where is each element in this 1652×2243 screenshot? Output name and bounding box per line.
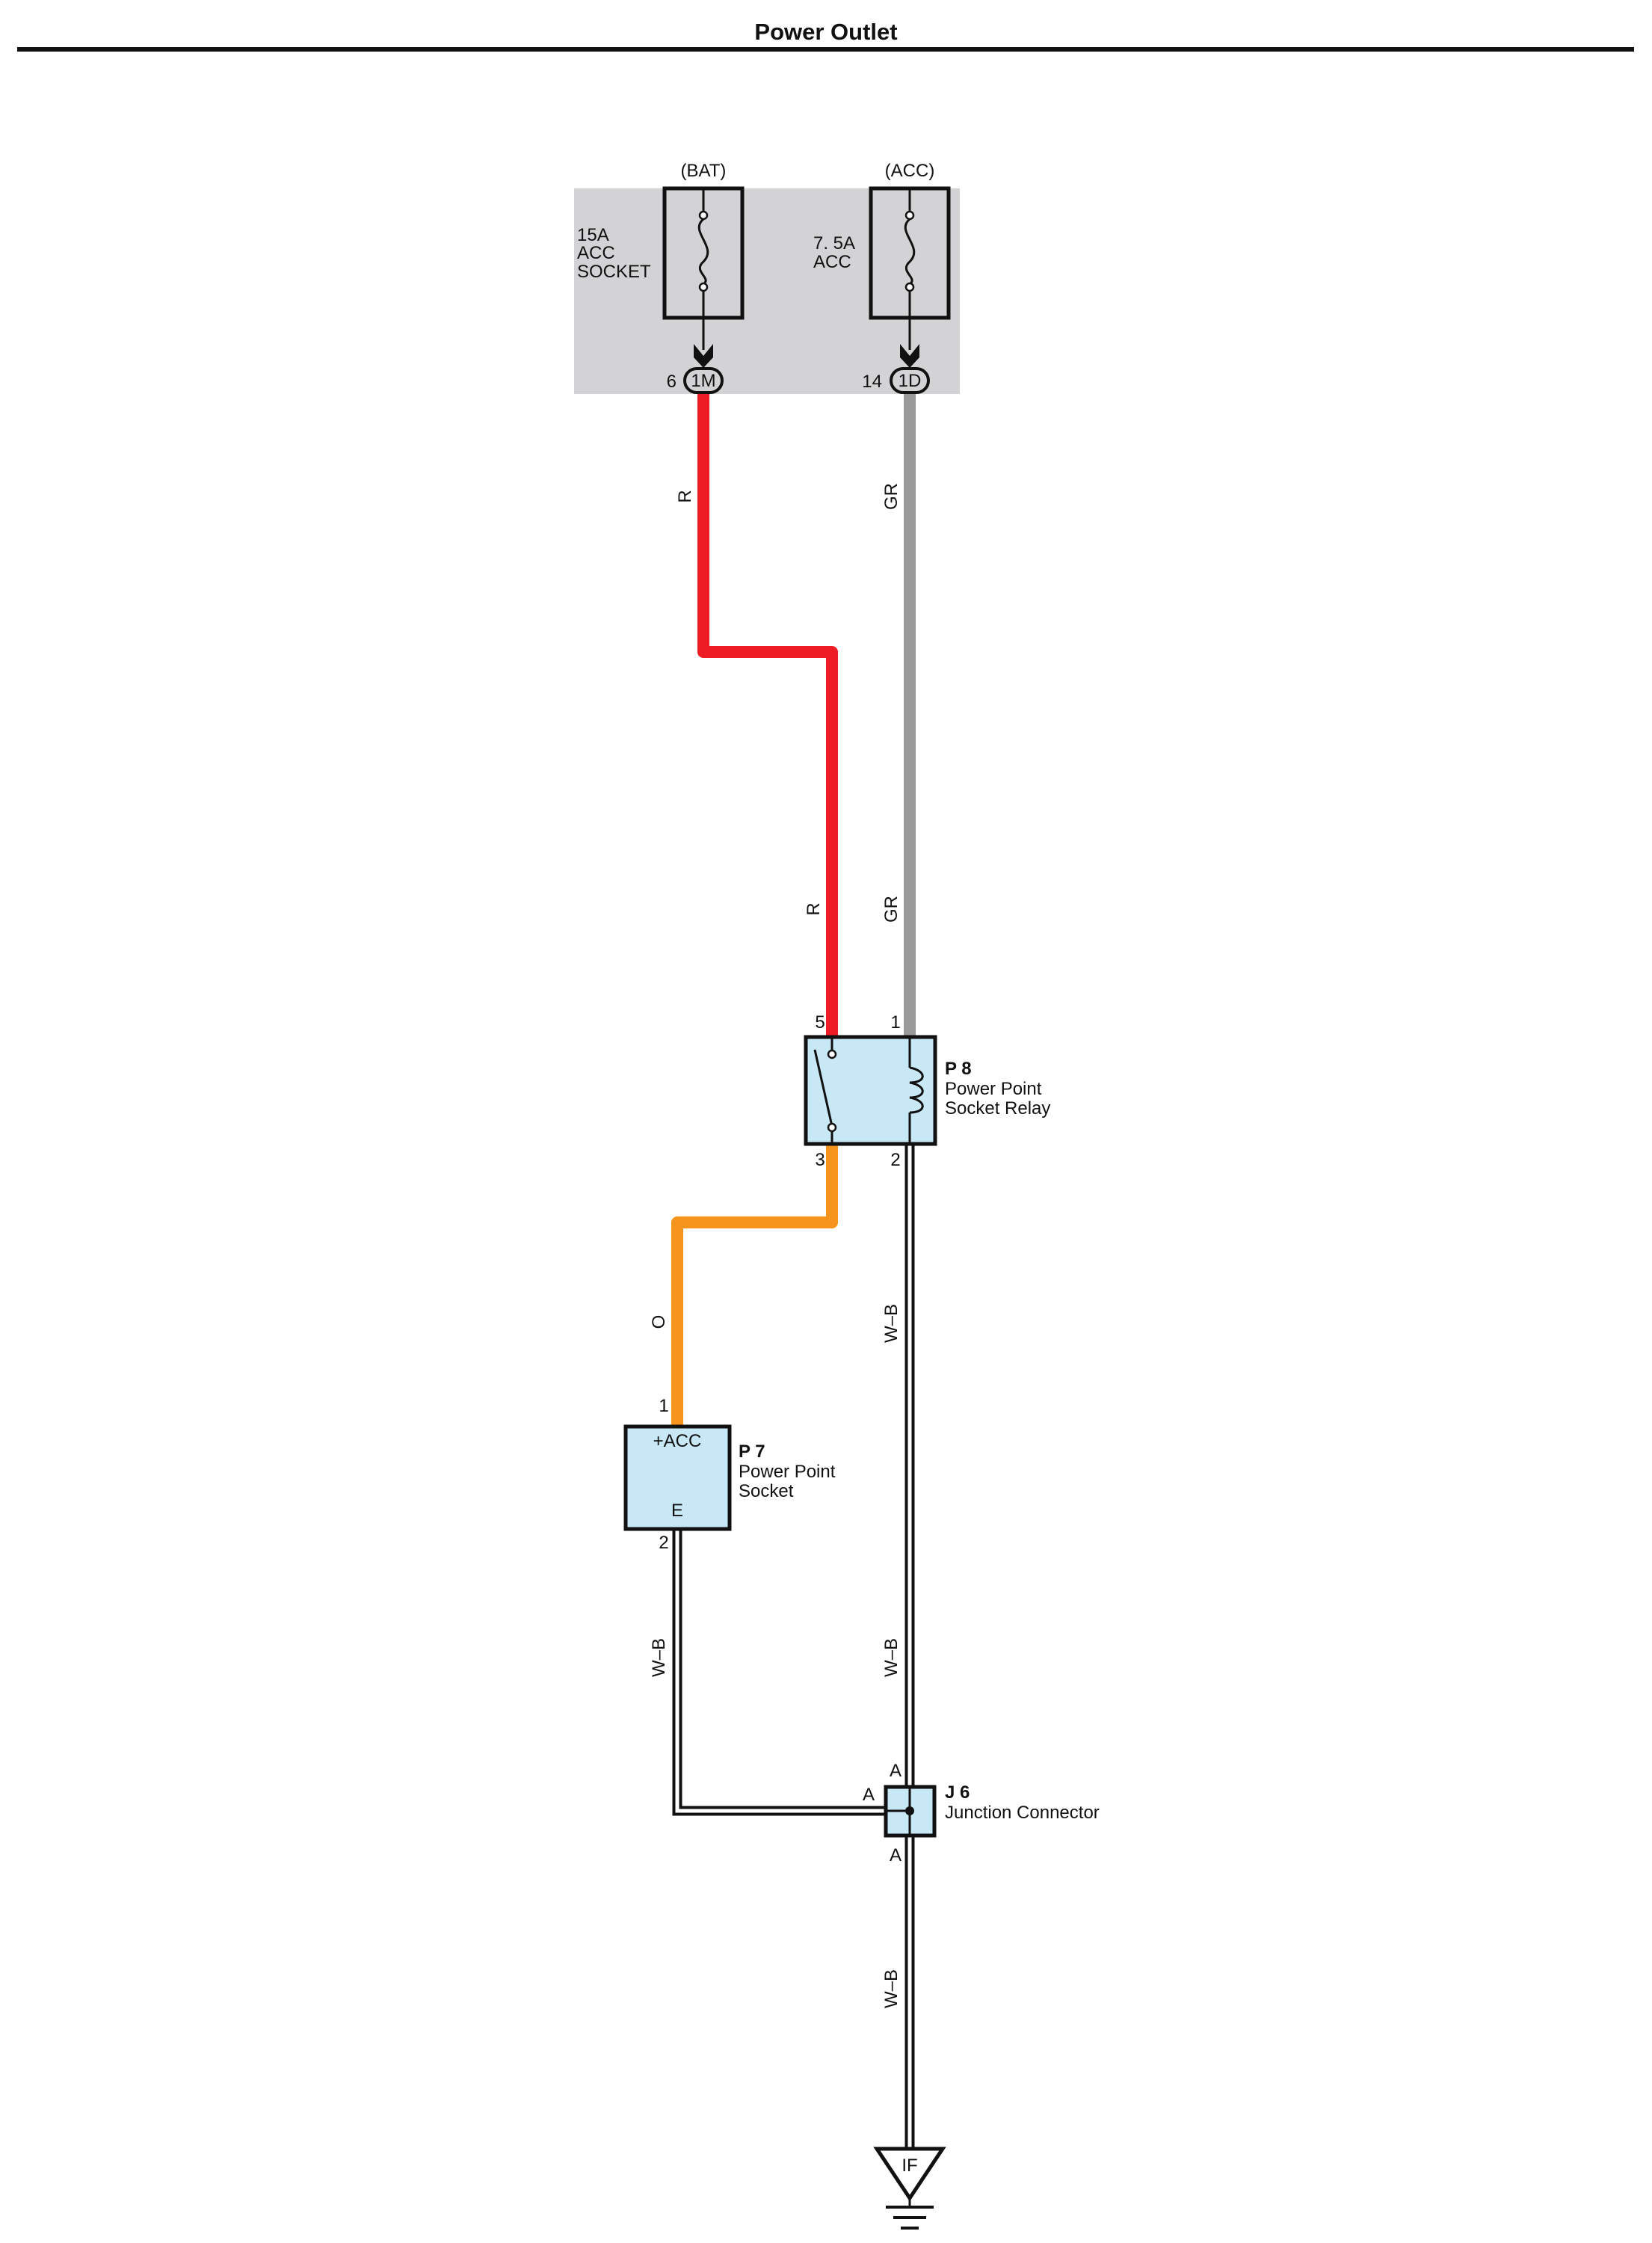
socket-pin-2: 2 — [659, 1533, 668, 1553]
fuse-acc-name: ACC — [813, 252, 851, 272]
title-rule — [17, 47, 1634, 52]
connector-1d-pin: 14 — [862, 372, 882, 392]
wire-red-code-lower: R — [804, 902, 824, 915]
junction-pin-top: A — [890, 1761, 901, 1781]
connector-1d-label: 1D — [899, 371, 922, 391]
wire-wb-code-1: W–B — [881, 1304, 901, 1343]
wire-red — [697, 394, 838, 1037]
wire-wb-code-2: W–B — [881, 1638, 901, 1677]
wire-orange-code: O — [649, 1315, 669, 1329]
fuse-bat: (BAT) 15A ACC SOCKET 1M 6 — [577, 161, 745, 394]
socket-pin-1: 1 — [659, 1396, 668, 1416]
wire-wb-socket-to-junction — [672, 1529, 886, 1816]
relay-pin-5: 5 — [815, 1012, 825, 1033]
arrow-down-icon — [694, 344, 713, 368]
wire-orange — [671, 1144, 838, 1427]
ground-code: IF — [901, 2156, 917, 2176]
fuse-bat-supply: (BAT) — [681, 161, 727, 181]
connector-1d-oval — [890, 367, 930, 394]
junction-pin-bottom: A — [890, 1845, 901, 1865]
fuse-acc: (ACC) 7. 5A ACC 1D 14 — [813, 161, 951, 394]
relay-coil-icon — [909, 1066, 924, 1114]
socket-name-1: Power Point — [739, 1462, 836, 1482]
relay-p8: 5 1 3 2 P 8 Power Point Socket Relay — [804, 1012, 1050, 1170]
wire-red-code-upper: R — [675, 490, 695, 502]
fuse-bat-name-1: ACC — [577, 243, 615, 263]
ground-point-if: IF — [873, 2147, 946, 2230]
relay-p8-body — [804, 1035, 937, 1146]
socket-p7: +ACC E 1 2 P 7 Power Point Socket — [623, 1396, 836, 1553]
relay-name-1: Power Point — [945, 1079, 1042, 1099]
socket-name-2: Socket — [739, 1481, 794, 1501]
wire-gray-code-upper: GR — [881, 483, 901, 510]
fuse-bat-name-2: SOCKET — [577, 262, 651, 282]
wire-wb-code-4: W–B — [881, 1969, 901, 2008]
fuse-acc-rating: 7. 5A — [813, 233, 855, 253]
socket-terminal-e: E — [671, 1501, 683, 1521]
connector-1m-pin: 6 — [667, 372, 676, 392]
socket-terminal-acc: +ACC — [653, 1431, 702, 1451]
wire-gray-code-lower: GR — [881, 896, 901, 923]
fuse-box-panel — [574, 188, 960, 394]
fuse-acc-supply: (ACC) — [885, 161, 935, 181]
relay-id: P 8 — [945, 1059, 972, 1079]
junction-name: Junction Connector — [945, 1803, 1100, 1823]
wire-wb-code-3: W–B — [649, 1638, 669, 1677]
diagram-title: Power Outlet — [754, 19, 897, 45]
fuse-bat-rating: 15A — [577, 225, 609, 245]
connector-1m-oval — [683, 367, 724, 394]
socket-p7-body — [623, 1424, 732, 1531]
junction-node-icon — [905, 1806, 914, 1815]
junction-j6: A A A J 6 Junction Connector — [863, 1761, 1100, 1865]
relay-switch-icon — [813, 1049, 833, 1127]
fuse-symbol-icon — [904, 218, 916, 286]
connector-1m-label: 1M — [691, 371, 715, 391]
relay-pin-2: 2 — [890, 1150, 900, 1170]
relay-pin-1: 1 — [890, 1012, 900, 1033]
socket-id: P 7 — [739, 1442, 765, 1462]
relay-pin-3: 3 — [815, 1150, 825, 1170]
relay-name-2: Socket Relay — [945, 1098, 1050, 1119]
ground-triangle-icon — [873, 2147, 946, 2202]
fuse-symbol-icon — [697, 218, 709, 286]
junction-id: J 6 — [945, 1782, 970, 1803]
junction-pin-left: A — [863, 1785, 875, 1805]
arrow-down-icon — [900, 344, 919, 368]
